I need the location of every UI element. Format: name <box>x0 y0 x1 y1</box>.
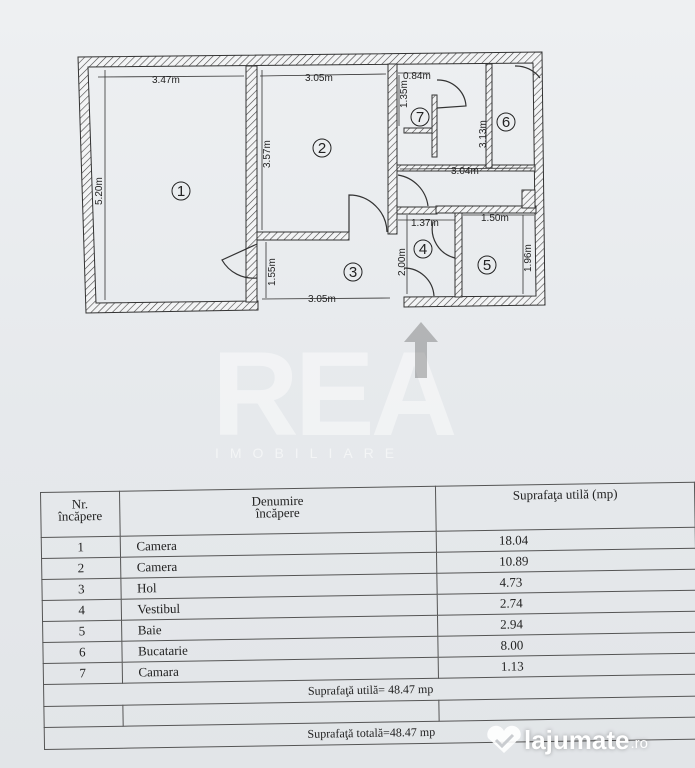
cell-nr: 6 <box>42 641 122 664</box>
dim-r1-width: 3.47m <box>152 75 180 86</box>
door-swings <box>221 65 541 297</box>
dim-r3-height: 1.55m <box>267 258 278 286</box>
outer-walls <box>77 51 546 314</box>
svg-text:REA: REA <box>212 327 455 461</box>
dim-r4-width: 1.37m <box>411 218 439 229</box>
lajumate-logo: lajumate.ro <box>484 720 648 760</box>
room-number-4: 4 <box>419 241 427 258</box>
room-number-2: 2 <box>318 140 326 157</box>
cell-nr: 5 <box>42 620 122 643</box>
room-number-5: 5 <box>483 257 491 274</box>
dim-r3-width: 3.05m <box>308 294 336 305</box>
cell-nr: 3 <box>41 578 121 601</box>
header-area: Suprafaţa utilă (mp) <box>435 482 695 532</box>
dimension-lines <box>97 66 534 300</box>
dimension-labels: 3.47m 3.05m 0.84m 5.20m 3.57m 1.35m 3.13… <box>94 71 534 305</box>
header-nr: Nr. încăpere <box>40 491 120 538</box>
dim-r7-width: 0.84m <box>403 71 431 82</box>
header-name: Denumire încăpere <box>119 486 437 537</box>
arrow-up-icon <box>404 322 438 378</box>
room-number-3: 3 <box>349 264 357 281</box>
cell-nr: 4 <box>42 599 122 622</box>
heart-check-icon <box>487 725 521 753</box>
lajumate-logo-suffix: .ro <box>630 734 649 752</box>
dim-r2-height: 3.57m <box>262 140 273 168</box>
blank-cell <box>43 705 123 728</box>
dim-r6-height: 3.13m <box>478 120 489 148</box>
room-numbers: 1 2 3 4 5 6 7 <box>171 107 516 282</box>
dim-r1-height: 5.20m <box>94 177 105 205</box>
cell-nr: 1 <box>41 536 121 559</box>
room-number-7: 7 <box>416 109 424 126</box>
room-number-1: 1 <box>177 183 185 200</box>
rea-watermark-logo: REA <box>212 322 459 461</box>
dim-r6-width: 3.04m <box>451 166 479 177</box>
dim-r7-height: 1.35m <box>399 80 410 108</box>
watermark-tagline: IMOBILIARE <box>215 445 406 461</box>
dim-r4-height: 2.00m <box>397 248 408 276</box>
area-table: Nr. încăpere Denumire încăpere Suprafaţa… <box>40 482 695 750</box>
dim-r2-width: 3.05m <box>305 73 333 84</box>
dim-r5-width: 1.50m <box>481 213 509 224</box>
cell-nr: 2 <box>41 557 121 580</box>
floor-plan: 1 2 3 4 5 6 7 3.47m 3.05m 0.84m 5.20m 3 <box>77 51 546 461</box>
lajumate-logo-text: lajumate <box>524 724 630 755</box>
room-number-6: 6 <box>502 114 510 131</box>
cell-nr: 7 <box>43 662 123 685</box>
interior-walls <box>245 63 537 303</box>
dim-r5-height: 1.96m <box>523 244 534 272</box>
